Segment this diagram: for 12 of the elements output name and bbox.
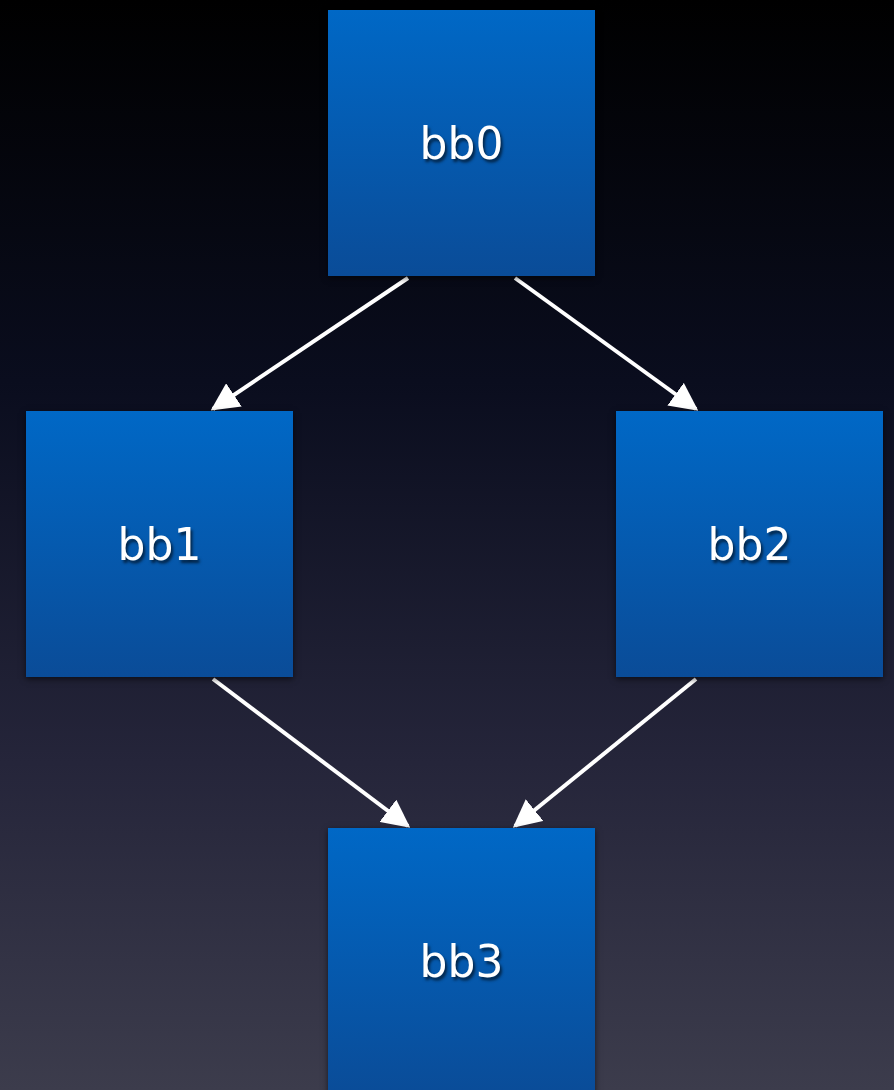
arrow [210, 276, 410, 411]
arrow [512, 677, 698, 828]
arrow [513, 276, 699, 411]
block-box [328, 10, 595, 276]
block-label: bb2 [707, 518, 792, 570]
block-box [328, 828, 595, 1090]
block-label: bb3 [419, 935, 504, 987]
block-box [616, 411, 883, 677]
block-label: bb1 [117, 518, 202, 570]
arrow [211, 677, 411, 828]
block-box [26, 411, 293, 677]
block-label: bb0 [419, 117, 504, 169]
